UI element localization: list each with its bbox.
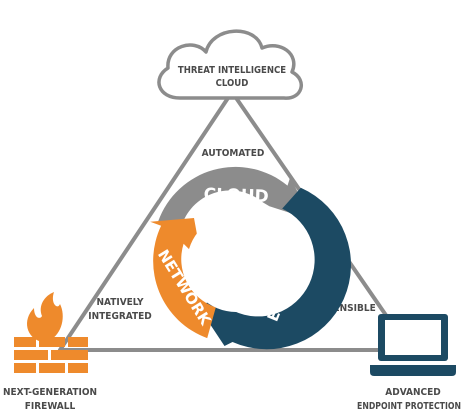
endpoint-label-line2: ENDPOINT PROTECTION	[357, 401, 461, 412]
cloud-label-line1: THREAT INTELLIGENCE	[178, 65, 286, 76]
cloud-label-line2: CLOUD	[216, 78, 249, 89]
cycle-label-cloud: CLOUD	[203, 185, 269, 207]
cycle-center	[187, 214, 285, 312]
firewall-label-line2: FIREWALL	[25, 401, 76, 412]
cycle-segment-endpoint	[198, 187, 351, 350]
endpoint-label-line1: ADVANCED	[385, 387, 440, 398]
cloud-icon	[157, 29, 303, 100]
edge-label-extensible: EXTENSIBLE	[314, 303, 375, 314]
cycle-ring	[150, 166, 351, 350]
laptop-icon	[370, 314, 456, 376]
cycle-segment-cloud	[158, 166, 312, 225]
firewall-icon	[14, 292, 88, 373]
edge-label-natively: NATIVELY	[97, 297, 144, 308]
edge-label-automated: AUTOMATED	[202, 148, 265, 159]
firewall-label-line1: NEXT-GENERATION	[3, 387, 97, 398]
edge-label-integrated: INTEGRATED	[88, 311, 151, 322]
